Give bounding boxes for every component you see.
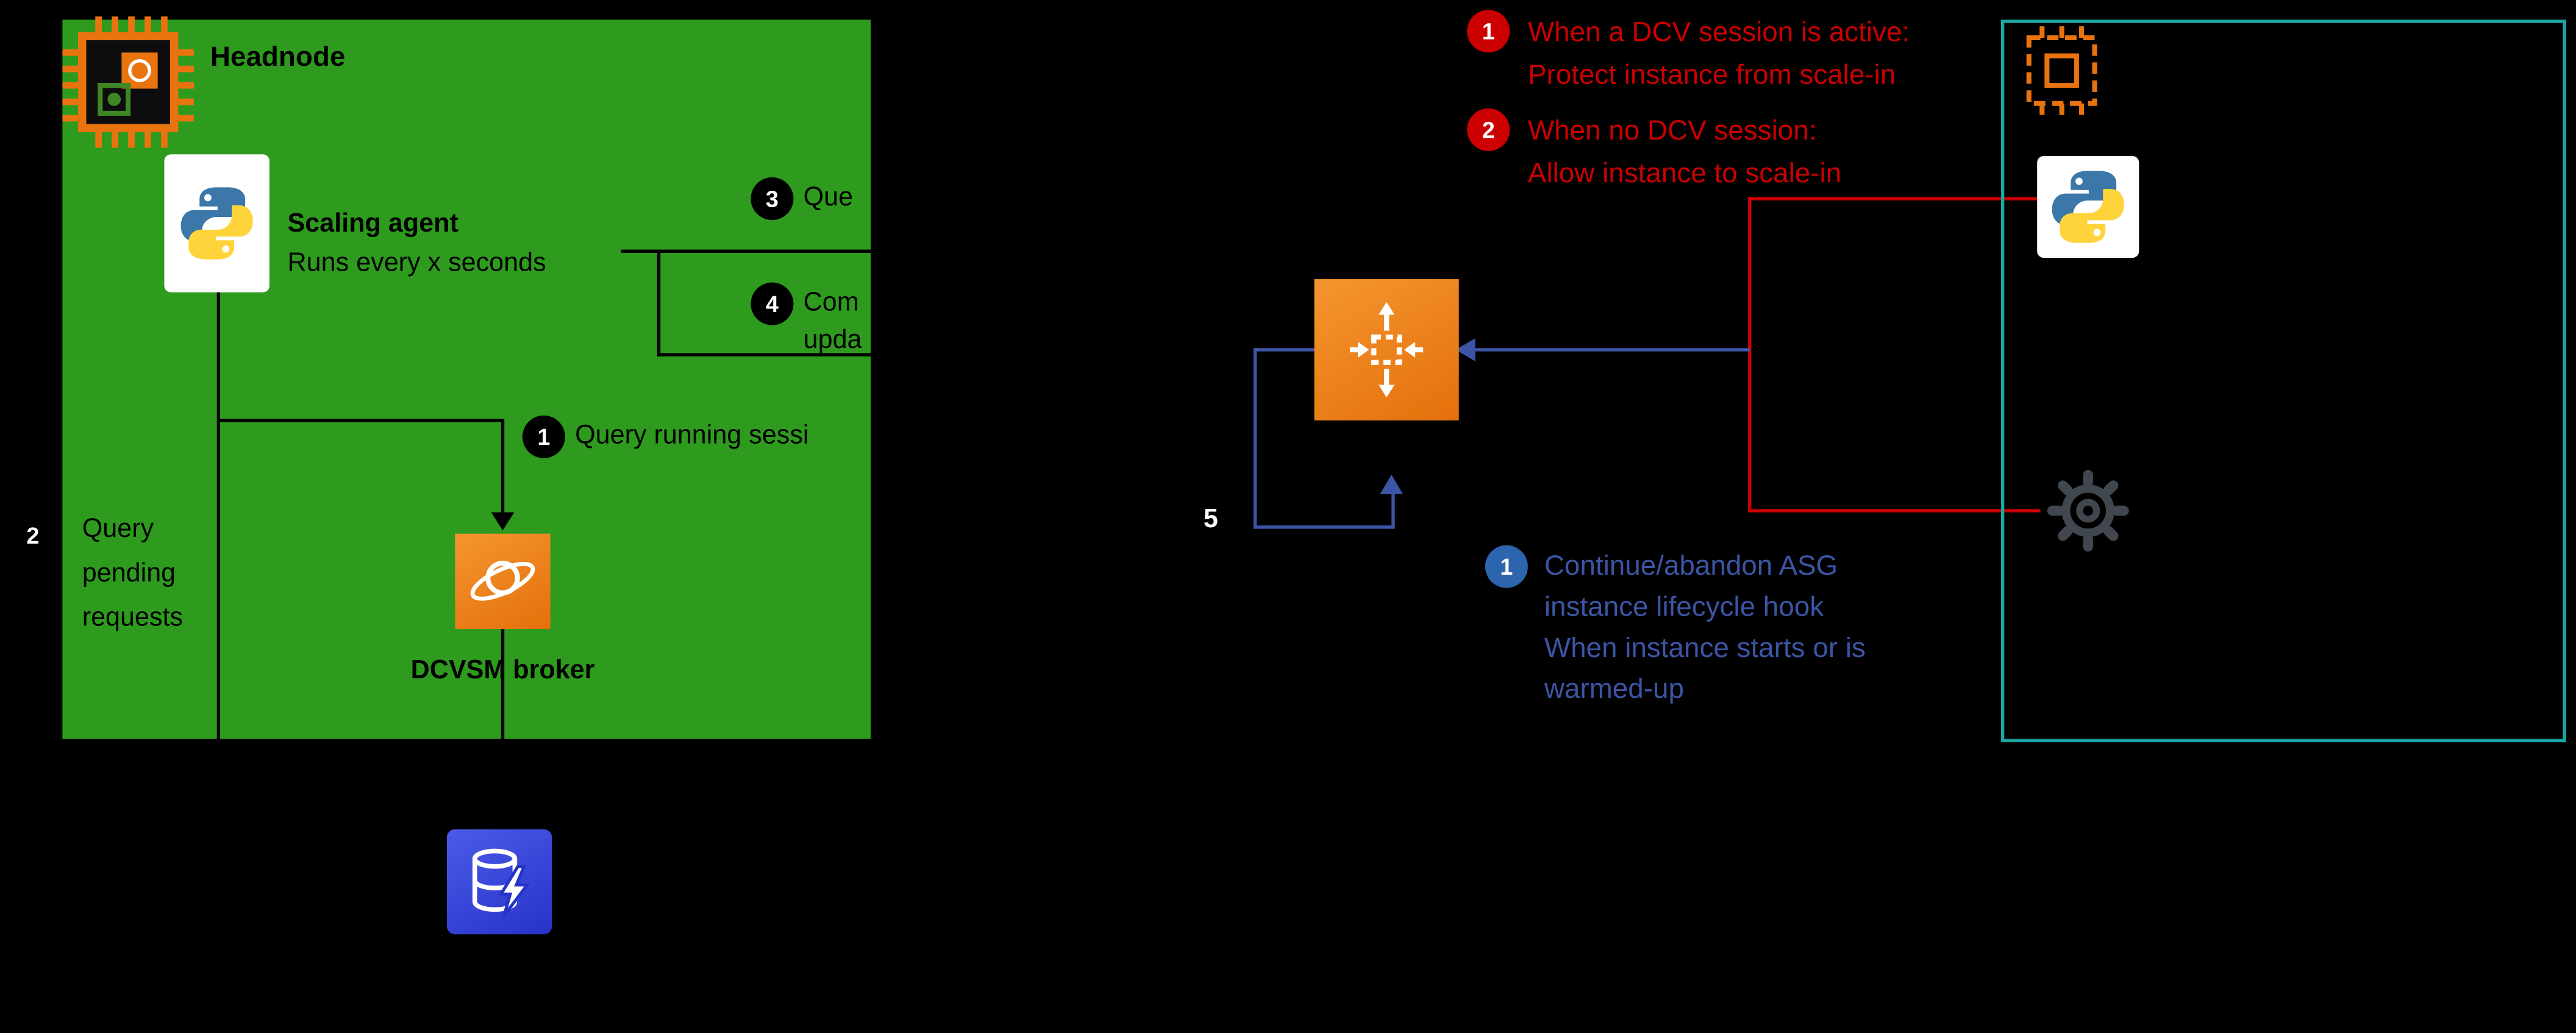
red-connector-top (1747, 197, 2038, 201)
red-note-1-text: When a DCV session is active: Protect in… (1528, 12, 1910, 97)
loop-label-badge: 5 (1189, 499, 1232, 542)
step-1-number: 1 (537, 424, 551, 450)
python-icon (180, 187, 253, 260)
blue-note-text: Continue/abandon ASG instance lifecycle … (1544, 545, 1866, 709)
step-2-line-1: Query (82, 516, 154, 544)
instance-python-icon (2037, 155, 2139, 258)
red-note-1-line-1: When a DCV session is active: (1527, 16, 1910, 48)
step-4-label: Com upda (804, 284, 862, 360)
connector-fork-stem (657, 249, 661, 353)
red-note-2-number: 2 (1482, 116, 1495, 143)
blue-note-line-3: When instance starts or is (1544, 632, 1866, 664)
arrowhead-to-broker (491, 512, 515, 531)
step-4-badge: 4 (751, 282, 794, 325)
connector-agent-vertical (216, 292, 221, 739)
loop-connector-left (1253, 348, 1257, 529)
blue-connector-to-asg (1475, 348, 1750, 352)
blue-note-number: 1 (1500, 553, 1513, 580)
red-note-1-line-2: Protect instance from scale-in (1527, 59, 1896, 91)
database-lightning-icon (472, 848, 530, 917)
arrowhead-loop-up (1380, 474, 1404, 495)
chip-icon (62, 16, 194, 148)
loop-connector-bottom (1253, 525, 1395, 529)
database-icon (446, 829, 552, 935)
blue-note-line-4: warmed-up (1544, 673, 1684, 705)
step-3-number: 3 (765, 185, 779, 212)
connector-broker-drop (501, 419, 505, 513)
instance-chip-dashed-icon (2014, 23, 2109, 118)
autoscaling-icon (1314, 279, 1459, 421)
red-connector-bottom (1747, 509, 2041, 513)
step-1-label: Query running sessi (575, 422, 809, 450)
connector-fork-bottom (657, 353, 871, 357)
step-2-label: Query pending requests (82, 508, 183, 641)
red-note-2-line-1: When no DCV session: (1527, 115, 1817, 146)
instance-box (2000, 20, 2566, 742)
step-2-line-3: requests (82, 604, 184, 633)
chip-dashed-icon (2026, 26, 2097, 115)
python-icon (2052, 171, 2124, 243)
loop-connector-up (1391, 494, 1395, 529)
step-2-badge: 2 (11, 514, 54, 557)
scaling-agent-title: Scaling agent (287, 210, 458, 238)
instance-gear-icon (2041, 463, 2136, 558)
red-note-1-badge: 1 (1467, 10, 1510, 53)
headnode-title: Headnode (210, 41, 346, 73)
scaling-agent-subtitle: Runs every x seconds (287, 249, 546, 278)
scaling-agent-python-icon (164, 154, 269, 293)
loop-label-number: 5 (1203, 505, 1218, 534)
step-4-line-2: upda (803, 327, 862, 355)
connector-broker-down (501, 628, 505, 739)
blue-note-line-2: instance lifecycle hook (1544, 591, 1824, 623)
step-4-line-1: Com (803, 289, 859, 318)
red-note-1-number: 1 (1482, 18, 1495, 44)
headnode-chip-icon (59, 13, 197, 151)
blue-note-line-1: Continue/abandon ASG (1544, 550, 1838, 581)
gear-icon (2047, 470, 2129, 552)
step-3-badge: 3 (751, 177, 794, 221)
step-1-badge: 1 (522, 415, 565, 458)
connector-fork-top (621, 249, 871, 253)
step-2-number: 2 (26, 522, 40, 548)
autoscaling-glyph-icon (1350, 302, 1424, 398)
step-3-label: Que (803, 183, 854, 212)
loop-connector-top (1253, 348, 1316, 352)
headnode-box: Headnode Scaling agent Runs every x seco… (62, 20, 871, 739)
red-note-2-line-2: Allow instance to scale-in (1527, 157, 1842, 189)
step-4-number: 4 (765, 290, 779, 318)
red-connector-vertical (1747, 197, 1752, 513)
connector-agent-to-broker (218, 419, 503, 422)
red-note-2-text: When no DCV session: Allow instance to s… (1528, 110, 1841, 196)
blue-note-badge: 1 (1485, 545, 1528, 588)
orbit-icon (470, 561, 535, 601)
red-note-2-badge: 2 (1467, 108, 1510, 151)
step-2-line-2: pending (82, 559, 176, 588)
dcvsm-broker-icon (455, 533, 551, 629)
